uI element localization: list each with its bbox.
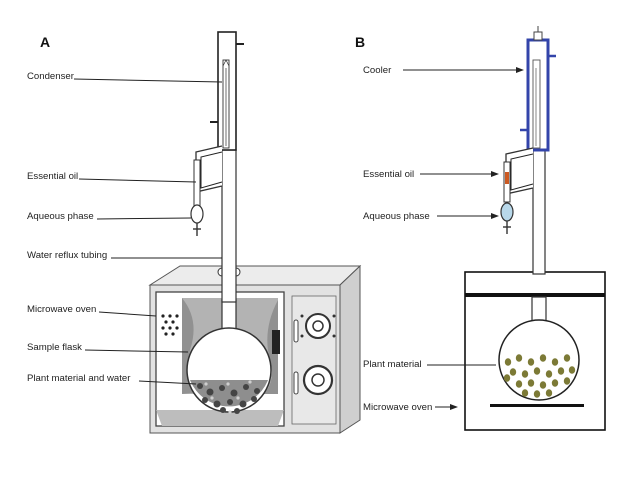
label-sample-flask: Sample flask [27, 342, 82, 353]
plant-material-b [503, 354, 576, 398]
label-microwave-oven-b: Microwave oven [363, 402, 432, 413]
label-essential-oil-a: Essential oil [27, 171, 78, 182]
label-microwave-oven-a: Microwave oven [27, 304, 96, 315]
label-cooler: Cooler [363, 65, 392, 76]
condenser-a [210, 31, 244, 151]
cooler-b [520, 26, 556, 152]
round-bottom-flask-b [498, 296, 580, 401]
label-essential-oil-b: Essential oil [363, 169, 414, 180]
label-water-reflux-tubing: Water reflux tubing [27, 250, 107, 261]
label-aqueous-phase-b: Aqueous phase [363, 211, 430, 222]
clevenger-arm-a [190, 145, 223, 236]
panel-b: B [355, 26, 606, 431]
sample-flask-a [186, 299, 272, 414]
separator-bulb-a [190, 204, 204, 224]
label-plant-material-b: Plant material [363, 359, 422, 370]
vent-holes [161, 314, 179, 336]
panel-b-letter: B [355, 34, 365, 50]
plant-material-a [197, 383, 260, 414]
aqueous-phase-bulb-b [500, 202, 514, 222]
panel-a: A [27, 31, 362, 434]
label-condenser: Condenser [27, 71, 75, 82]
clevenger-arm-b [500, 147, 534, 234]
reflux-tube-b [532, 149, 546, 275]
label-plant-material-and-water: Plant material and water [27, 373, 131, 384]
panel-a-letter: A [40, 34, 50, 50]
essential-oil-layer-b [505, 172, 509, 184]
label-aqueous-phase-a: Aqueous phase [27, 211, 94, 222]
reflux-tube-a [221, 149, 237, 303]
